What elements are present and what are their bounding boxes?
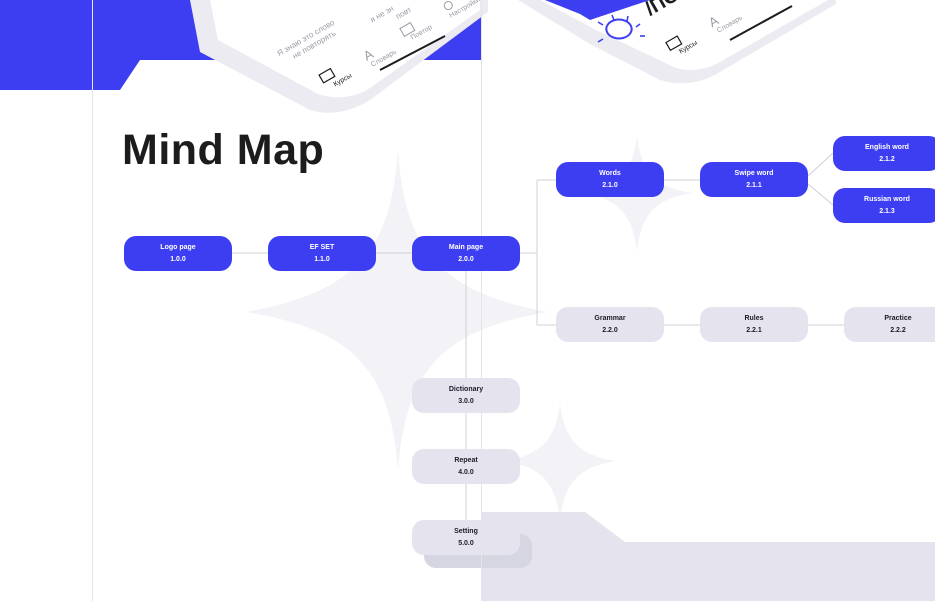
connector-swipe-english	[807, 152, 834, 177]
node-english-word[interactable]: English word 2.1.2	[833, 136, 935, 171]
node-code: 2.1.0	[602, 181, 618, 189]
guide-line-center	[481, 0, 482, 601]
node-label: Setting	[454, 528, 478, 535]
cards-icon	[399, 21, 416, 38]
node-label: Rules	[744, 315, 764, 322]
node-label: Words	[599, 170, 621, 177]
sun-icon	[605, 18, 633, 40]
node-code: 2.2.1	[746, 326, 762, 334]
node-label: Russian word	[864, 196, 910, 203]
node-words[interactable]: Words 2.1.0	[556, 162, 664, 197]
node-label: Repeat	[454, 457, 478, 464]
node-ef-set[interactable]: EF SET 1.1.0	[268, 236, 376, 271]
page-title: Mind Map	[122, 126, 325, 174]
book-icon	[318, 67, 336, 84]
bottom-gray-shape	[482, 512, 935, 601]
connector-swipe-russian	[807, 183, 834, 206]
node-logo-page[interactable]: Logo page 1.0.0	[124, 236, 232, 271]
phone-right-blue-panel	[545, 0, 650, 20]
node-code: 5.0.0	[458, 539, 474, 547]
node-russian-word[interactable]: Russian word 2.1.3	[833, 188, 935, 223]
sparkle-bottom	[505, 403, 615, 520]
node-code: 2.1.1	[746, 181, 762, 189]
node-swipe-word[interactable]: Swipe word 2.1.1	[700, 162, 808, 197]
node-code: 2.1.2	[879, 155, 895, 163]
node-code: 4.0.0	[458, 468, 474, 476]
node-label: Practice	[884, 315, 912, 322]
node-code: 1.0.0	[170, 255, 186, 263]
phone-mockups: Я знаю это слово не повторять я не зн по…	[190, 0, 836, 113]
node-code: 1.1.0	[314, 255, 330, 263]
sun-rays	[597, 14, 645, 43]
node-label: Grammar	[594, 315, 626, 322]
node-code: 2.2.2	[890, 326, 906, 334]
node-setting[interactable]: Setting 5.0.0	[412, 520, 520, 555]
node-label: Dictionary	[448, 386, 484, 393]
node-dictionary[interactable]: Dictionary 3.0.0	[412, 378, 520, 413]
node-label: Main page	[448, 244, 484, 251]
phone-left-screen	[210, 0, 480, 98]
node-code: 3.0.0	[458, 397, 474, 405]
gear-icon	[443, 1, 453, 11]
phone-right-screen	[540, 0, 828, 70]
node-label: EF SET	[309, 244, 335, 251]
node-practice[interactable]: Practice 2.2.2	[844, 307, 935, 342]
node-grammar[interactable]: Grammar 2.2.0	[556, 307, 664, 342]
book-icon	[665, 35, 683, 52]
node-code: 2.2.0	[602, 326, 618, 334]
node-label: Swipe word	[734, 170, 774, 177]
node-rules[interactable]: Rules 2.2.1	[700, 307, 808, 342]
phone-right-homebar	[729, 5, 793, 41]
node-label: Logo page	[160, 244, 196, 251]
node-label: English word	[865, 144, 909, 151]
guide-line-left	[92, 0, 93, 601]
node-code: 2.1.3	[879, 207, 895, 215]
node-repeat[interactable]: Repeat 4.0.0	[412, 449, 520, 484]
sparkle-large	[246, 148, 548, 470]
node-code: 2.0.0	[458, 255, 474, 263]
phone-left-homebar	[379, 35, 446, 71]
node-main-page[interactable]: Main page 2.0.0	[412, 236, 520, 271]
